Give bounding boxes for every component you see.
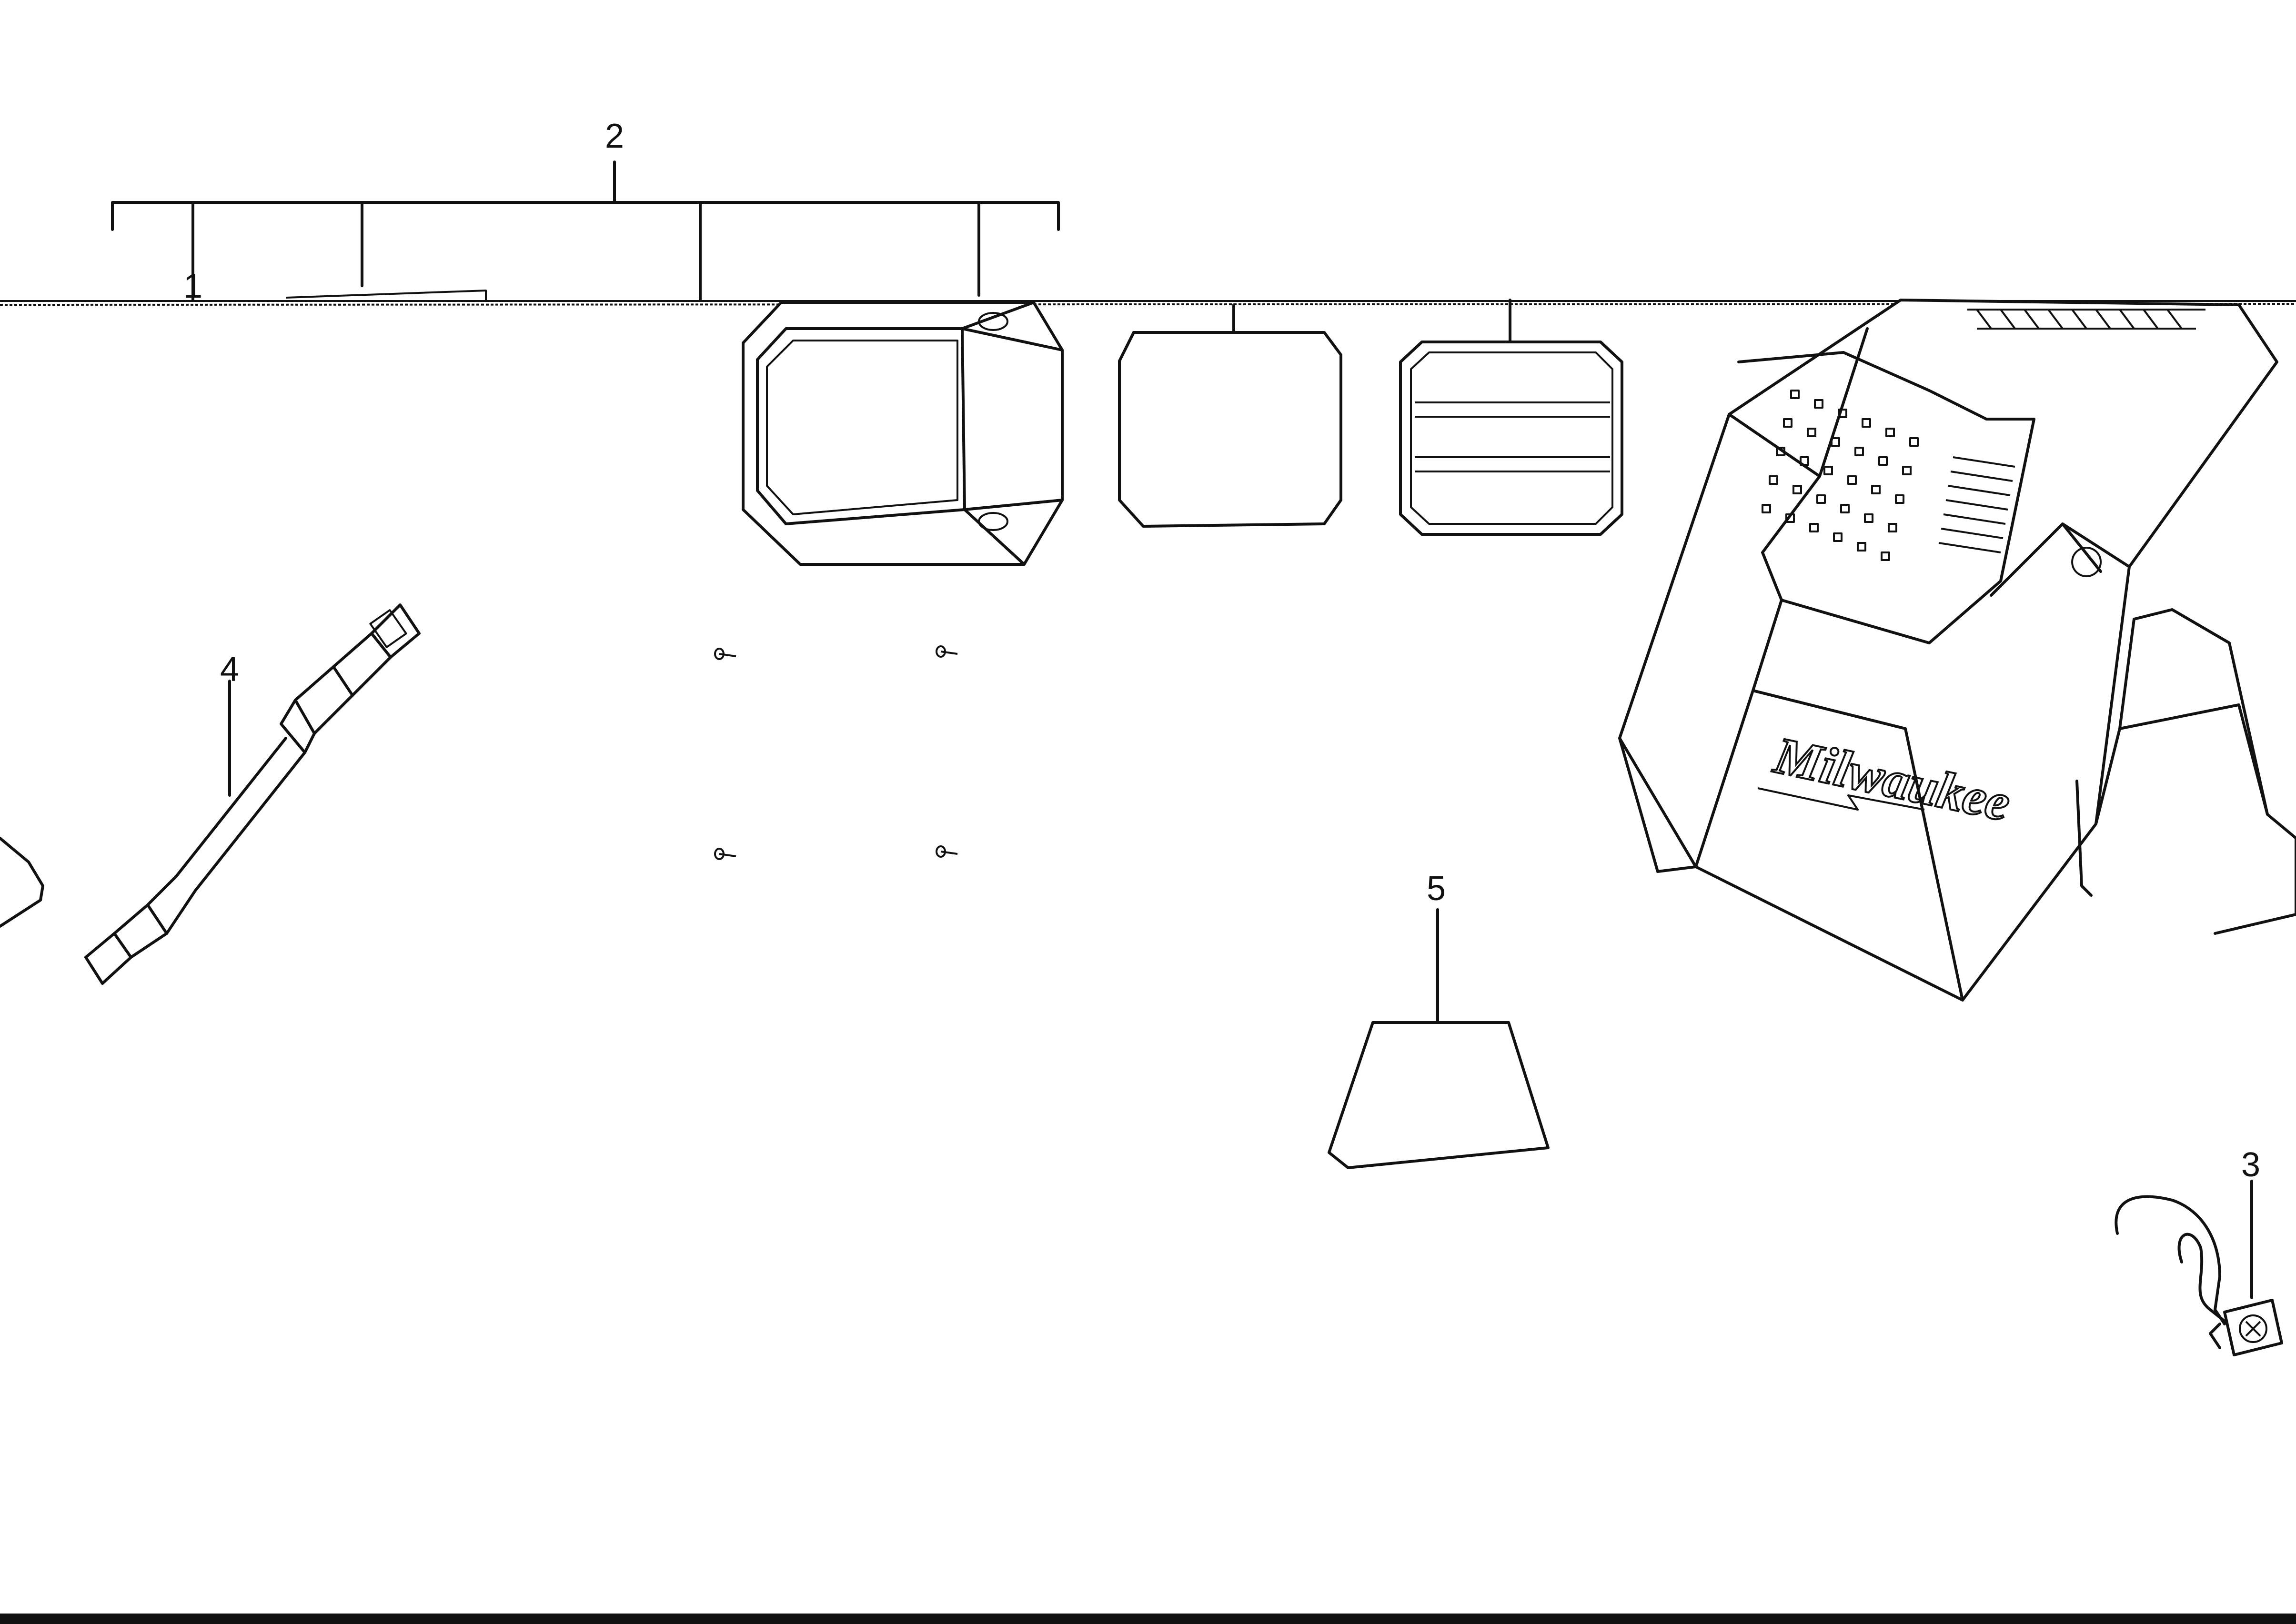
- callout-3-label: 3: [2241, 1146, 2260, 1184]
- callout-5-label: 5: [1427, 870, 1446, 908]
- reflector: [1399, 341, 1623, 536]
- callout-2-bracket: [111, 160, 1060, 301]
- work-light-body: Milwaukee: [1618, 299, 2296, 1002]
- adapter-cable: [84, 603, 421, 985]
- logo-lightning: [1757, 787, 1925, 811]
- callout-2-label: 2: [605, 117, 624, 155]
- wire-harness: [2115, 1195, 2283, 1356]
- screws: [714, 645, 958, 860]
- led-grid: [1762, 390, 1919, 561]
- part-1-sliver: [285, 290, 487, 300]
- lens-plate: [1118, 331, 1342, 528]
- callout-1-label: 1: [183, 267, 202, 305]
- frame-bezel: [742, 301, 1064, 566]
- bottom-border-bar: [0, 1614, 2296, 1624]
- callout-4-label: 4: [220, 651, 239, 689]
- diffuser-panel: [1328, 1021, 1550, 1169]
- edge-part-left: [0, 837, 44, 928]
